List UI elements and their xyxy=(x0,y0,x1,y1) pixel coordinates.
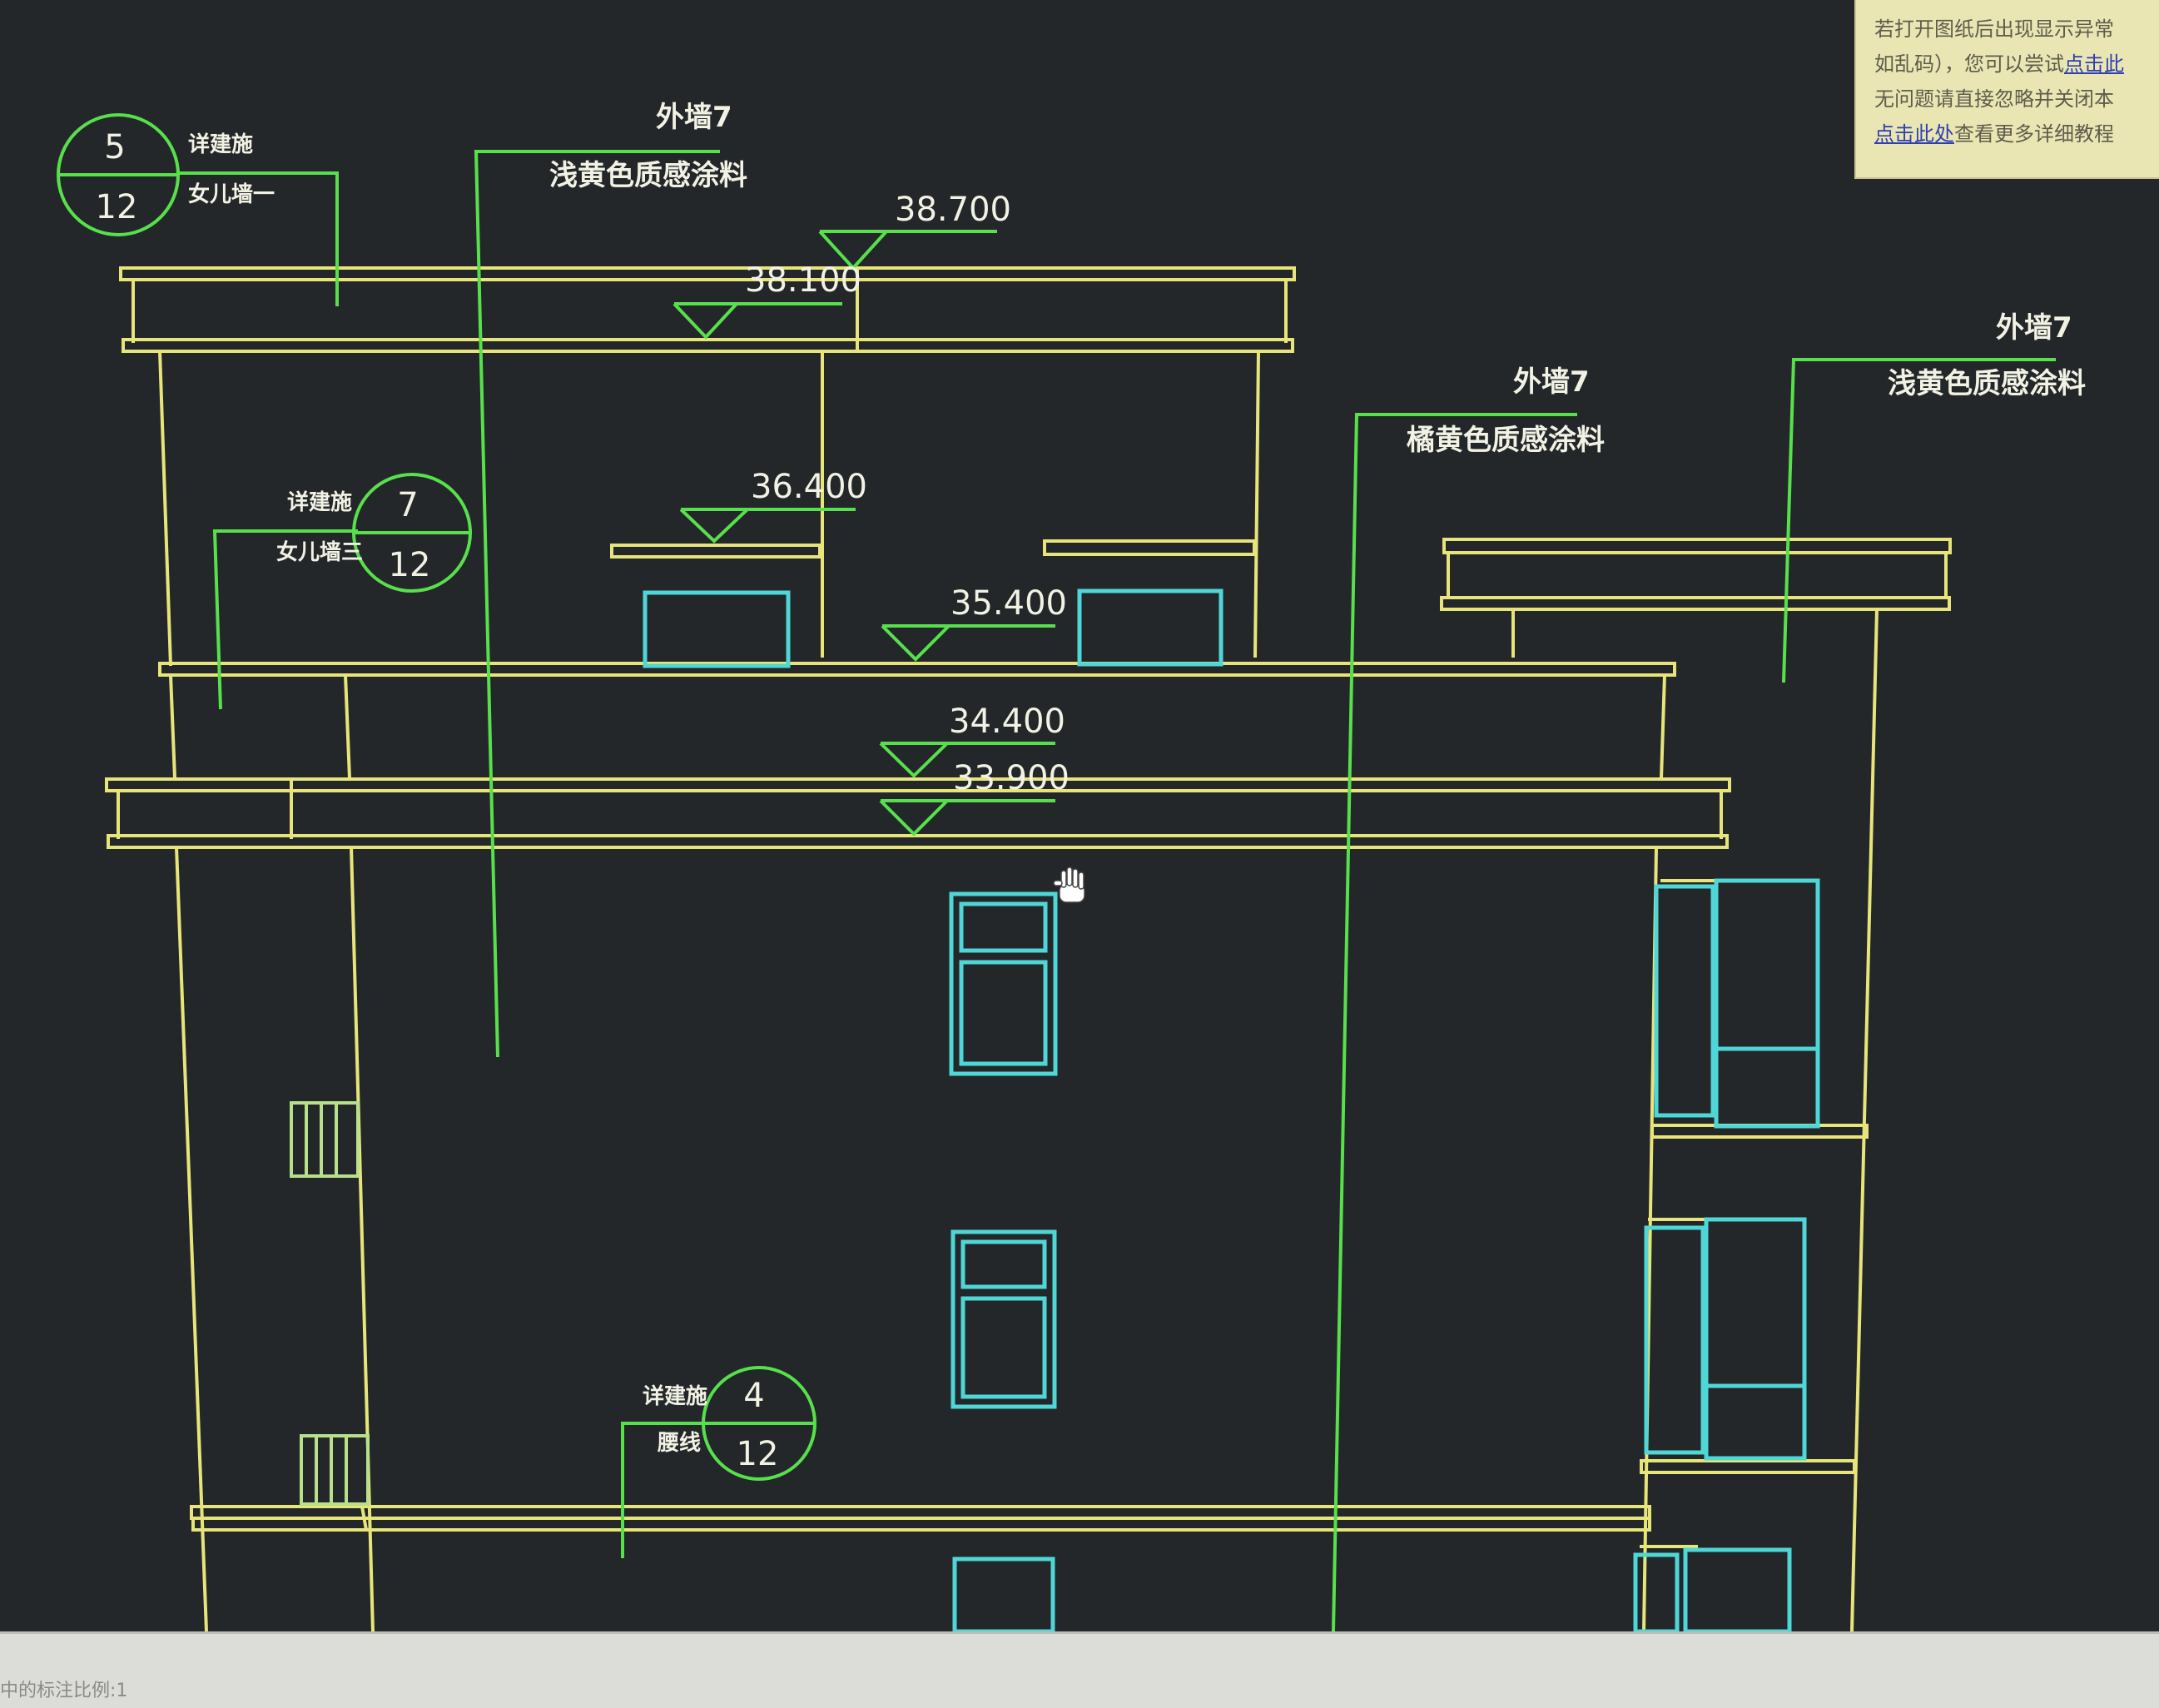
material-2-code: 外墙7 xyxy=(1513,365,1590,399)
notice-line-2: 如乱码），您可以尝试点击此 xyxy=(1874,47,2151,82)
windows xyxy=(643,588,1820,1631)
material-2-desc: 橘黄色质感涂料 xyxy=(1407,424,1605,457)
notice-line-3: 无问题请直接忽略并关闭本 xyxy=(1874,87,2114,111)
callout-2-note-line1: 详建施 xyxy=(287,489,352,515)
balcony-railings xyxy=(290,1101,370,1506)
building-outline xyxy=(105,266,1952,1631)
notice-try-link[interactable]: 点击此 xyxy=(2064,52,2124,76)
callout-2-detail-number: 7 xyxy=(397,486,418,524)
callout-1-note-line2: 女儿墙一 xyxy=(188,181,275,207)
callout-3-note-line2: 腰线 xyxy=(657,1431,701,1456)
elevation-label-33900: 33.900 xyxy=(953,759,1070,797)
callout-2-sheet-number: 12 xyxy=(389,546,431,584)
leader-lines xyxy=(176,150,2056,1631)
material-3-desc: 浅黄色质感涂料 xyxy=(1888,367,2086,400)
callout-1-sheet-number: 12 xyxy=(96,188,138,226)
notice-line-4: 点击此处查看更多详细教程 xyxy=(1874,117,2151,151)
notice-tutorial-link[interactable]: 点击此处 xyxy=(1874,122,1954,146)
elevation-label-36400: 36.400 xyxy=(751,468,867,506)
material-1-desc: 浅黄色质感涂料 xyxy=(549,159,747,192)
cad-drawing-canvas[interactable]: 38.700 38.100 36.400 35.400 34.400 33.90… xyxy=(0,0,2159,1631)
display-issue-notice: 若打开图纸后出现显示异常 如乱码），您可以尝试点击此 无问题请直接忽略并关闭本 … xyxy=(1854,0,2159,179)
callout-3-detail-number: 4 xyxy=(743,1377,764,1415)
elevation-label-38100: 38.100 xyxy=(745,261,861,300)
callout-2-note-line2: 女儿墙三 xyxy=(276,539,363,565)
material-3-code: 外墙7 xyxy=(1996,311,2072,345)
pan-hand-icon xyxy=(1053,866,1085,903)
notice-line-2-text: 如乱码），您可以尝试 xyxy=(1874,52,2064,76)
elevation-marks xyxy=(673,230,1055,837)
callout-3-note-line1: 详建施 xyxy=(643,1383,707,1409)
status-bar: 中的标注比例:1 xyxy=(0,1631,2159,1708)
notice-line-1: 若打开图纸后出现显示异常 xyxy=(1874,17,2114,41)
callout-1-note-line1: 详建施 xyxy=(188,132,253,157)
elevation-label-38700: 38.700 xyxy=(895,191,1011,229)
detail-callouts xyxy=(57,113,816,1481)
elevation-label-34400: 34.400 xyxy=(949,703,1065,741)
elevation-label-35400: 35.400 xyxy=(950,584,1067,623)
notice-line-4-text: 查看更多详细教程 xyxy=(1954,122,2114,146)
elevation-drawing[interactable]: 38.700 38.100 36.400 35.400 34.400 33.90… xyxy=(0,0,2159,1631)
annotation-scale-status: 中的标注比例:1 xyxy=(0,1681,128,1701)
callout-3-sheet-number: 12 xyxy=(737,1435,779,1473)
callout-1-detail-number: 5 xyxy=(104,128,125,166)
material-1-code: 外墙7 xyxy=(656,101,732,134)
